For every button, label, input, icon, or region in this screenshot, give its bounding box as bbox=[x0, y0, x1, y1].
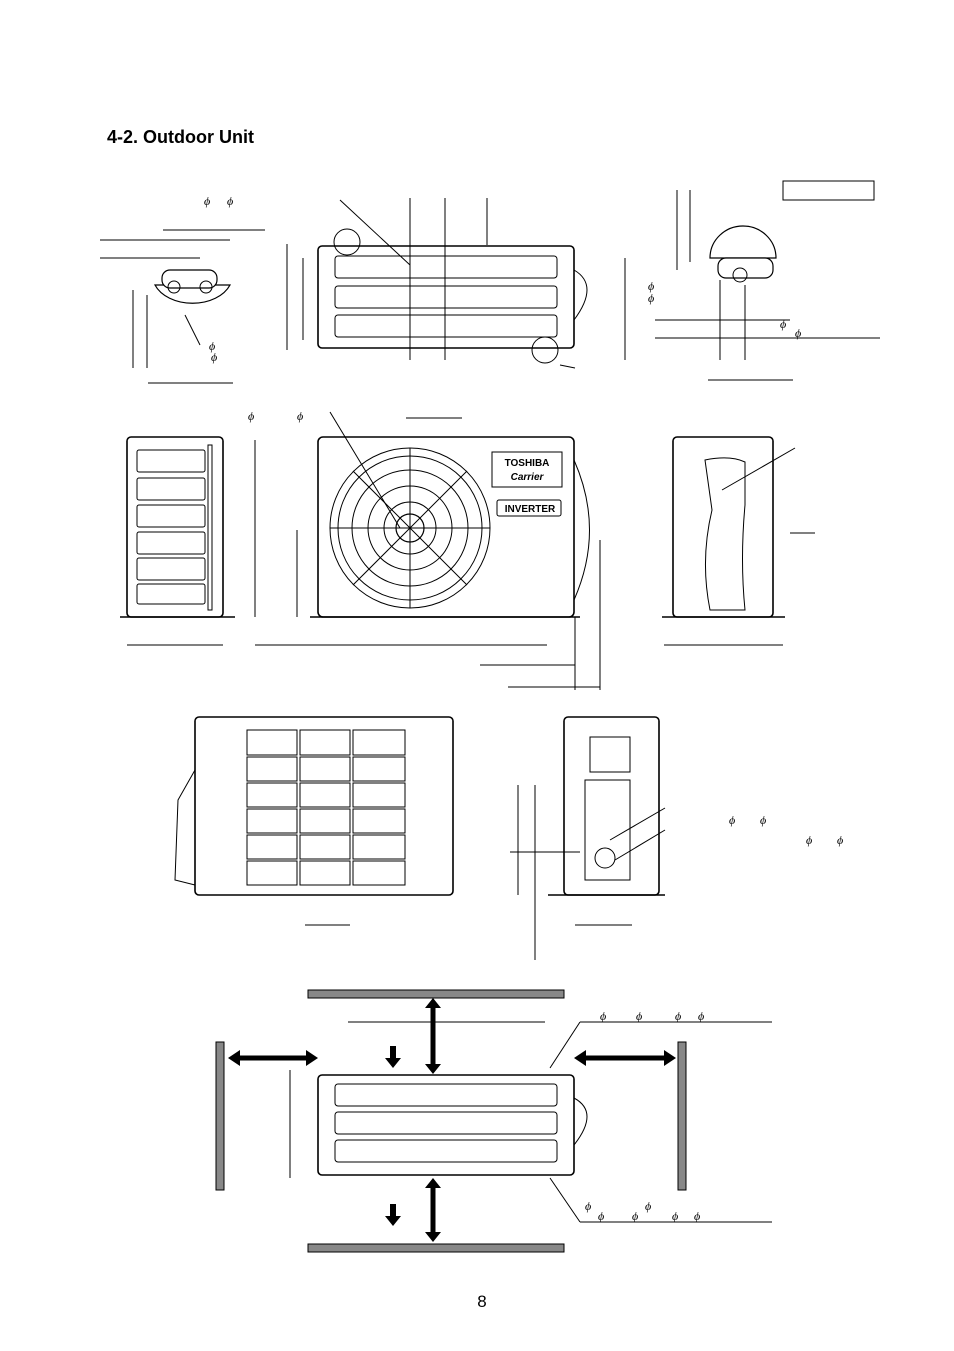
phi-label: ϕ bbox=[297, 409, 303, 423]
phi-label: ϕ bbox=[600, 1009, 606, 1023]
installation-clearance-view: ϕ ϕ ϕ ϕ ϕ ϕ ϕ ϕ ϕ ϕ bbox=[215, 989, 772, 1253]
phi-label: ϕ bbox=[729, 813, 735, 827]
phi-label: ϕ bbox=[211, 350, 217, 364]
phi-label: ϕ bbox=[636, 1009, 642, 1023]
phi-label: ϕ bbox=[585, 1199, 591, 1213]
phi-label: ϕ bbox=[780, 317, 786, 331]
phi-label: ϕ bbox=[632, 1209, 638, 1223]
left-side-view bbox=[120, 436, 256, 646]
phi-label: ϕ bbox=[648, 279, 654, 293]
rear-view bbox=[174, 716, 454, 926]
phi-label: ϕ bbox=[598, 1209, 604, 1223]
phi-label: ϕ bbox=[698, 1009, 704, 1023]
valve-side-view: ϕ ϕ ϕ ϕ bbox=[510, 716, 843, 960]
page-number: 8 bbox=[477, 1292, 487, 1311]
detail-side-foot: ϕ ϕ ϕ ϕ bbox=[648, 190, 880, 381]
phi-label: ϕ bbox=[209, 339, 215, 353]
phi-label: ϕ bbox=[837, 833, 843, 847]
inverter-badge: INVERTER bbox=[505, 504, 556, 515]
phi-label: ϕ bbox=[675, 1009, 681, 1023]
phi-label: ϕ bbox=[227, 194, 233, 208]
phi-label: ϕ bbox=[760, 813, 766, 827]
brand-logo-carrier: Carrier bbox=[511, 472, 545, 483]
front-view: TOSHIBA Carrier INVERTER ϕ ϕ bbox=[248, 409, 601, 690]
phi-label: ϕ bbox=[806, 833, 812, 847]
top-view bbox=[286, 198, 626, 369]
phi-label: ϕ bbox=[795, 326, 801, 340]
phi-label: ϕ bbox=[672, 1209, 678, 1223]
section-heading: 4-2. Outdoor Unit bbox=[107, 127, 254, 147]
detail-mounting-foot: ϕ ϕ ϕ ϕ bbox=[100, 194, 265, 384]
brand-logo-toshiba: TOSHIBA bbox=[505, 458, 550, 469]
right-side-view bbox=[662, 436, 815, 646]
phi-label: ϕ bbox=[645, 1199, 651, 1213]
phi-label: ϕ bbox=[648, 291, 654, 305]
phi-label: ϕ bbox=[204, 194, 210, 208]
phi-label: ϕ bbox=[694, 1209, 700, 1223]
label-box bbox=[782, 180, 875, 201]
phi-label: ϕ bbox=[248, 409, 254, 423]
